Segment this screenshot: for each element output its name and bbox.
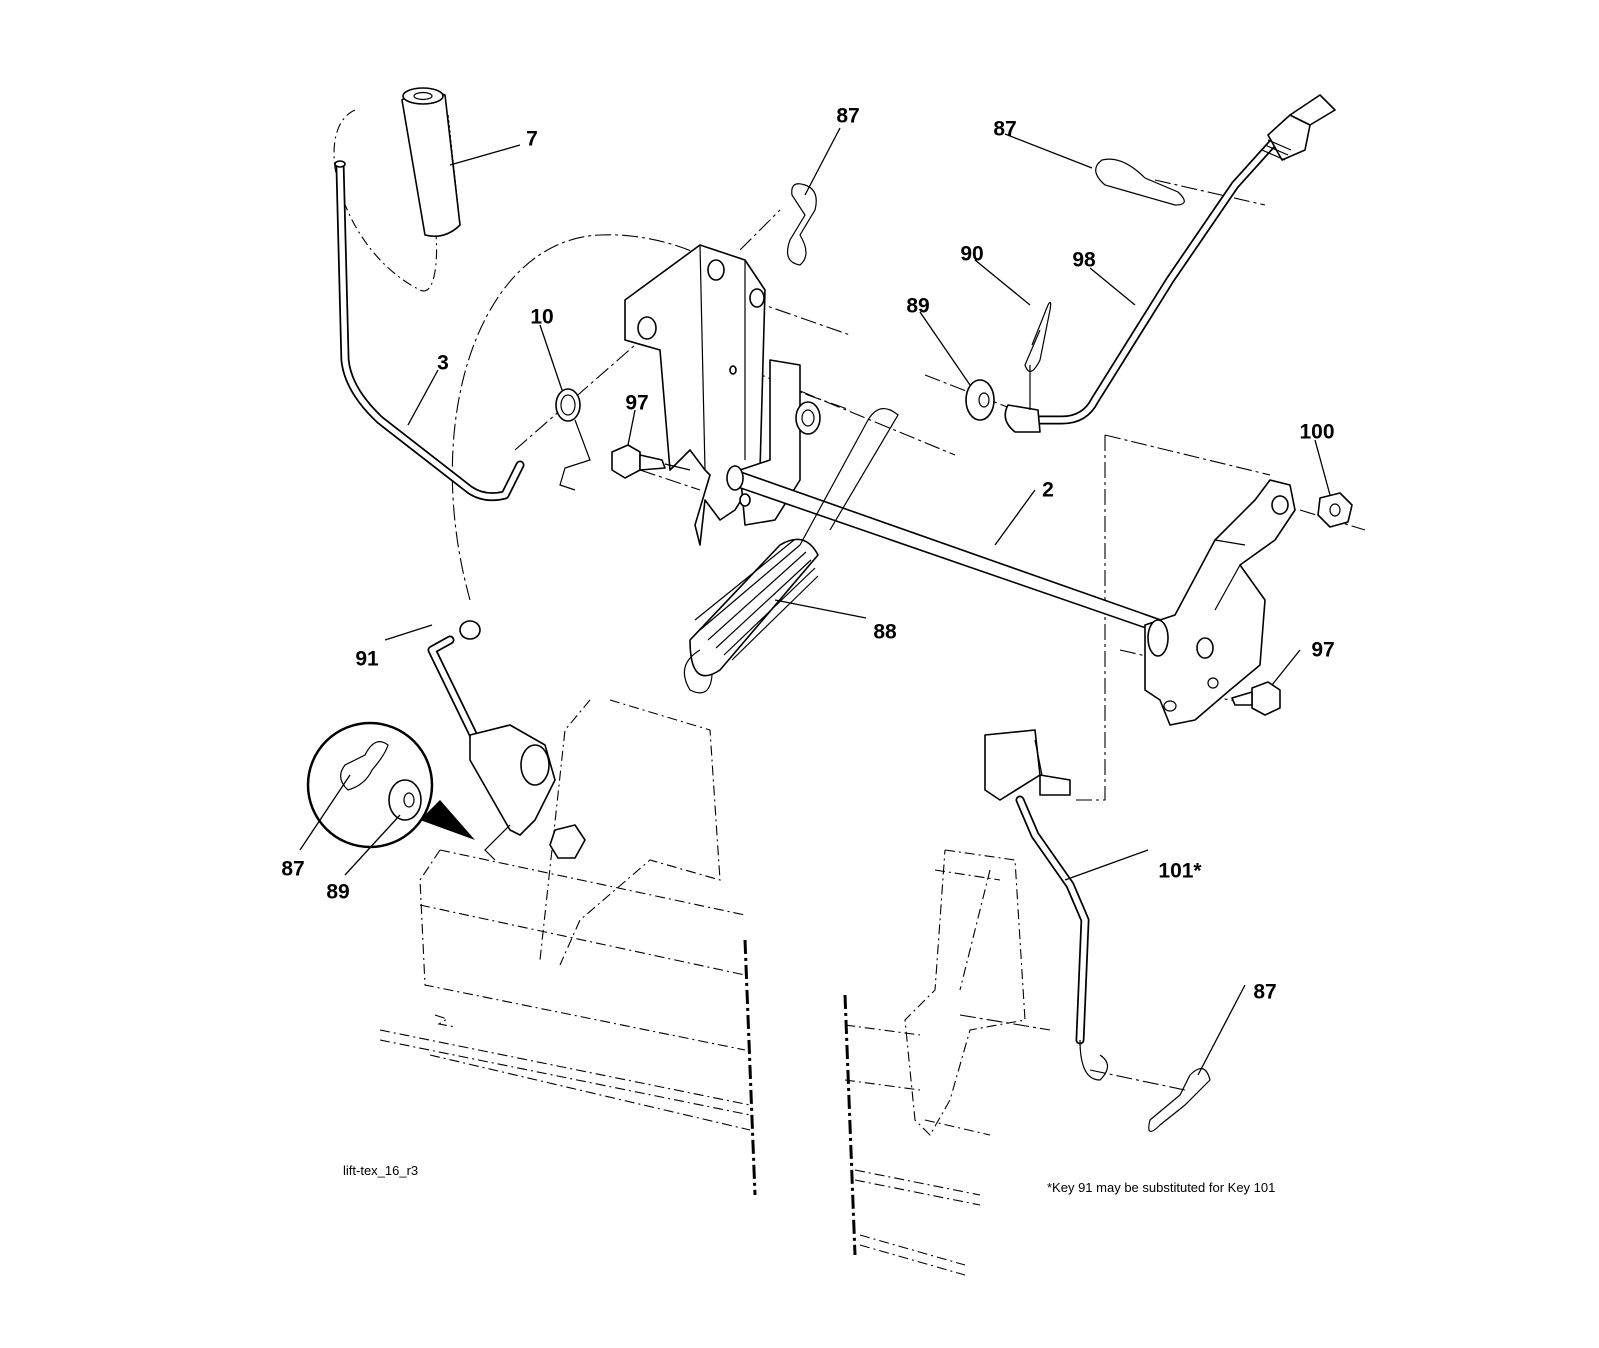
extension-spring bbox=[683, 408, 899, 694]
hairpin-clip-90 bbox=[1024, 301, 1052, 410]
left-deck-outline bbox=[379, 699, 757, 1196]
callout-98: 98 bbox=[1072, 248, 1096, 272]
callout-87: 87 bbox=[1253, 980, 1277, 1004]
callout-89: 89 bbox=[906, 294, 930, 318]
callout-100: 100 bbox=[1299, 420, 1335, 444]
hairpin-clip-87-right bbox=[1095, 158, 1185, 206]
lift-handle-rod bbox=[334, 160, 525, 502]
link-arm-91 bbox=[427, 620, 586, 861]
washer-upper bbox=[965, 379, 995, 421]
callout-7: 7 bbox=[526, 127, 538, 151]
callout-91: 91 bbox=[355, 647, 379, 671]
callout-90: 90 bbox=[960, 242, 984, 266]
handle-grip bbox=[401, 87, 461, 238]
drawing-id: lift-tex_16_r3 bbox=[343, 1163, 419, 1178]
hex-nut bbox=[1317, 492, 1353, 528]
torsion-spring bbox=[555, 388, 591, 491]
bolt-upper bbox=[611, 444, 691, 479]
callout-89: 89 bbox=[326, 880, 350, 904]
hairpin-clip-87-bottom bbox=[1148, 1068, 1211, 1132]
right-lift-arm bbox=[1144, 479, 1296, 726]
callout-2: 2 bbox=[1042, 478, 1054, 502]
callout-10: 10 bbox=[530, 305, 554, 329]
adjust-rod bbox=[1004, 94, 1336, 433]
link-arm-101 bbox=[984, 729, 1109, 1081]
callout-97: 97 bbox=[1311, 638, 1335, 662]
callout-101: 101* bbox=[1158, 859, 1202, 883]
detail-inset bbox=[306, 721, 475, 849]
callout-87: 87 bbox=[281, 857, 305, 881]
callout-88: 88 bbox=[873, 620, 897, 644]
bolt-lower bbox=[1231, 681, 1281, 716]
right-deck-outline bbox=[843, 849, 1026, 1276]
callout-87: 87 bbox=[993, 117, 1017, 141]
callout-97: 97 bbox=[625, 391, 649, 415]
hairpin-clip-87-top bbox=[787, 183, 817, 266]
leader-lines bbox=[299, 127, 1331, 1076]
callout-87: 87 bbox=[836, 104, 860, 128]
callout-3: 3 bbox=[437, 351, 449, 375]
footnote: *Key 91 may be substituted for Key 101 bbox=[1047, 1180, 1276, 1195]
